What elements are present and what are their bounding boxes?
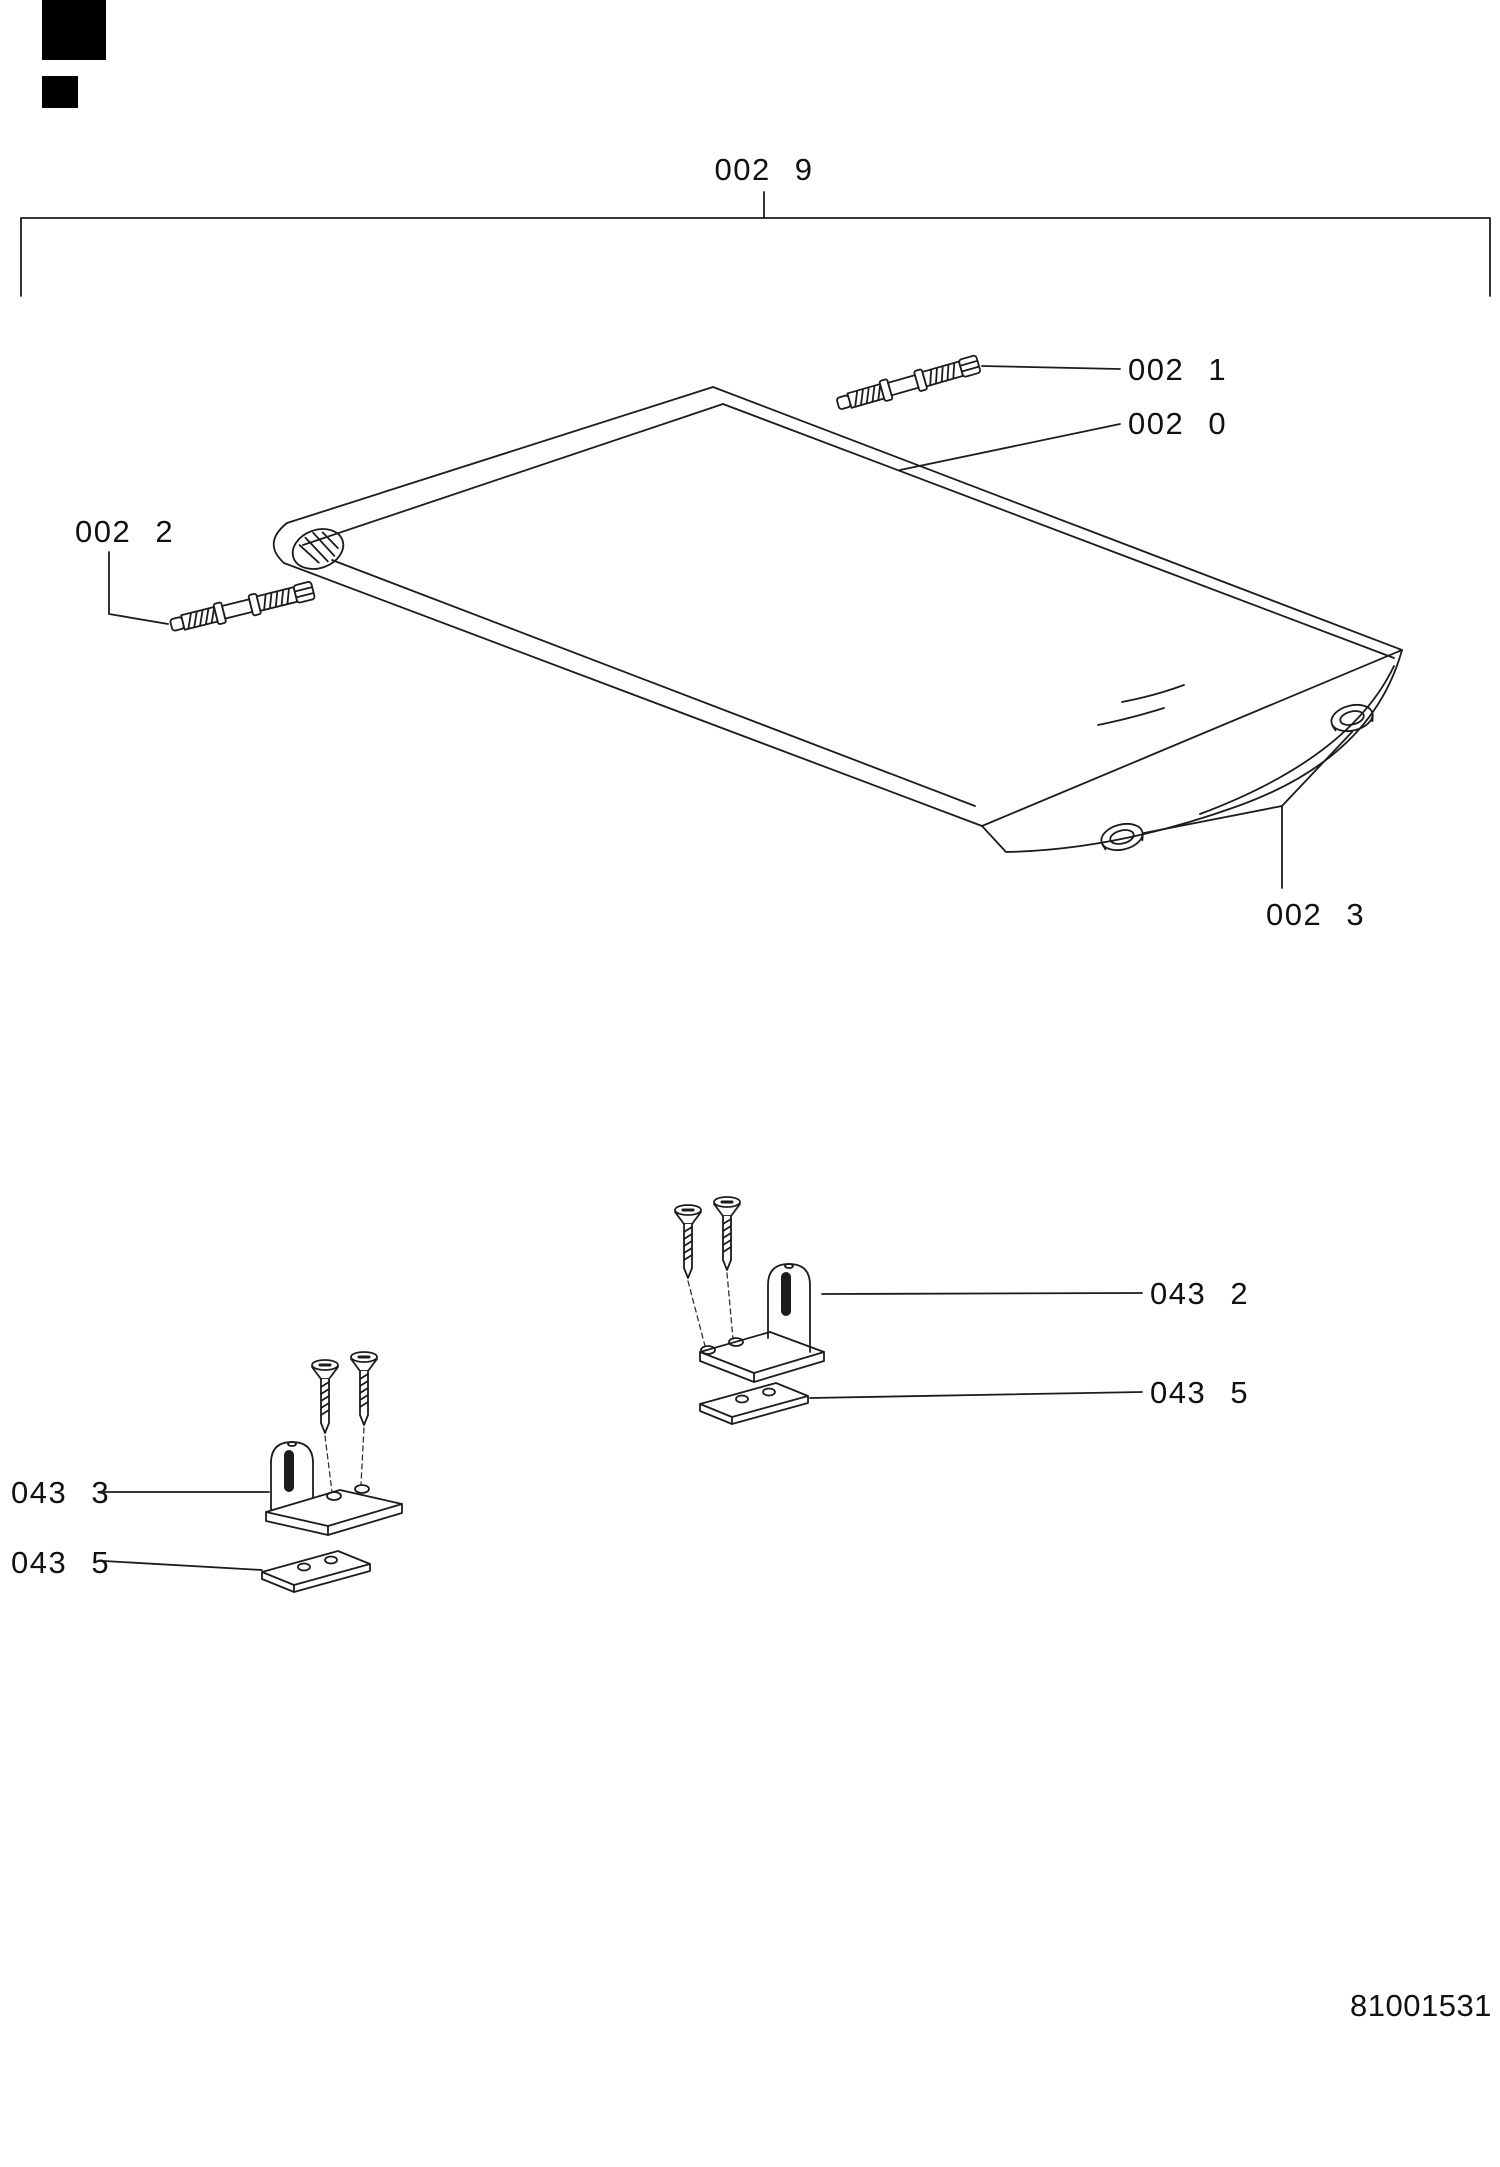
callout-043-5-right: 043 5 bbox=[1150, 1375, 1250, 1410]
cap-plug-lower bbox=[1100, 822, 1144, 852]
callout-043-3: 043 3 bbox=[11, 1475, 111, 1510]
projection-line bbox=[726, 1272, 734, 1340]
mounting-bracket-right bbox=[699, 1263, 825, 1383]
screw-left-2 bbox=[349, 1350, 379, 1427]
screw-right-1 bbox=[673, 1203, 703, 1280]
cap-plug-upper bbox=[1330, 703, 1374, 733]
registration-mark-small bbox=[42, 76, 78, 108]
callout-043-2: 043 2 bbox=[1150, 1276, 1250, 1311]
clamp-plate-right bbox=[699, 1382, 809, 1425]
projection-line bbox=[360, 1427, 365, 1485]
callout-002-2: 002 2 bbox=[75, 514, 175, 549]
callout-043-5-left: 043 5 bbox=[11, 1545, 111, 1580]
projection-line bbox=[324, 1435, 333, 1493]
callout-002-9: 002 9 bbox=[714, 152, 814, 187]
document-number: 81001531 bbox=[1350, 1988, 1492, 2023]
callout-002-3: 002 3 bbox=[1266, 897, 1366, 932]
clamp-plate-left bbox=[261, 1550, 371, 1593]
hinge-pin-right bbox=[834, 352, 983, 415]
screw-left-1 bbox=[310, 1358, 340, 1435]
assembly-bracket bbox=[20, 191, 1491, 297]
hinge-pin-left bbox=[167, 578, 317, 637]
callout-002-0: 002 0 bbox=[1128, 406, 1228, 441]
mounting-bracket-left bbox=[265, 1441, 403, 1536]
cover-panel bbox=[272, 386, 1403, 853]
screw-right-2 bbox=[712, 1195, 742, 1272]
callout-002-1: 002 1 bbox=[1128, 352, 1228, 387]
registration-mark-large bbox=[42, 0, 106, 60]
projection-line bbox=[687, 1280, 706, 1347]
